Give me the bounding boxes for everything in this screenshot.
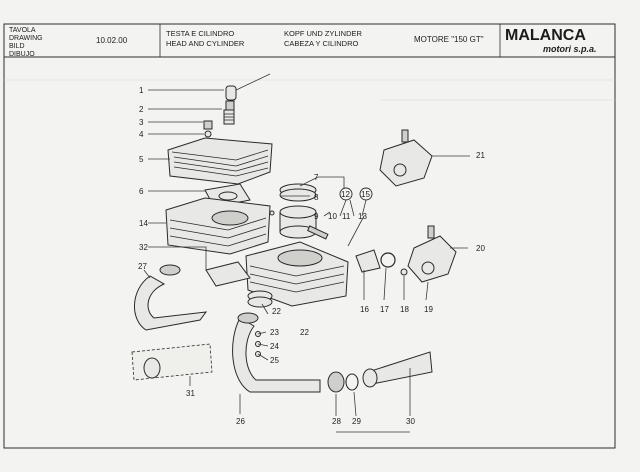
callout-20: 20 [476, 244, 485, 253]
callout-15: 15 [361, 190, 370, 199]
head-nut [203, 120, 213, 130]
callout-12: 12 [341, 190, 350, 199]
title-it: TESTA E CILINDRO [166, 29, 235, 38]
piston-ring [279, 188, 317, 202]
brand-subtitle: motori s.p.a. [543, 44, 597, 54]
exhaust-pipe-left [133, 275, 208, 331]
engine-model: MOTORE "150 GT" [414, 35, 484, 44]
ring-nut [327, 371, 345, 393]
cylinder-front [245, 241, 349, 307]
drawing-label-en: DRAWING [9, 35, 43, 42]
callout-2: 2 [139, 105, 144, 114]
piston [279, 205, 317, 239]
callout-6: 6 [139, 187, 144, 196]
callout-27: 27 [138, 262, 147, 271]
silencer-inlet [362, 368, 378, 388]
drawing-label-es: DIBUJO [9, 51, 35, 58]
drawing-label-it: TAVOLA [9, 27, 36, 34]
callout-24: 24 [270, 342, 279, 351]
callout-10: 10 [328, 212, 337, 221]
exhaust-gasket [247, 296, 273, 308]
drawing-label: TAVOLA DRAWING BILD DIBUJO [9, 27, 43, 59]
cylinder-head [167, 137, 273, 185]
callout-4: 4 [139, 130, 144, 139]
washer-18 [400, 268, 408, 276]
drawing-border [3, 23, 616, 449]
silencer-inlet [143, 357, 161, 379]
bleed-through [4, 79, 615, 101]
callout-5: 5 [139, 155, 144, 164]
callout-16: 16 [360, 305, 369, 314]
callout-7: 7 [314, 173, 319, 182]
callout-29: 29 [352, 417, 361, 426]
callout-22b: 22 [300, 328, 309, 337]
leader-lines [143, 89, 470, 433]
callout-30: 30 [406, 417, 415, 426]
spark-plug-cap [225, 73, 271, 111]
callout-23: 23 [270, 328, 279, 337]
washer [204, 130, 212, 138]
base-gasket [205, 261, 251, 287]
callout-26: 26 [236, 417, 245, 426]
callout-13: 13 [358, 212, 367, 221]
callout-25: 25 [270, 356, 279, 365]
callout-11: 11 [342, 212, 351, 221]
pipe-flange [237, 312, 259, 324]
title-en: HEAD AND CYLINDER [166, 39, 245, 48]
title-es: CABEZA Y CILINDRO [284, 39, 359, 48]
callout-labels: 1 2 3 4 5 6 7 8 9 10 11 12 13 14 15 16 1… [138, 86, 485, 426]
piston-pin [307, 225, 329, 240]
callout-8: 8 [314, 193, 319, 202]
callout-28: 28 [332, 417, 341, 426]
cylinder-rear [165, 197, 271, 255]
callout-18: 18 [400, 305, 409, 314]
callout-32: 32 [139, 243, 148, 252]
pipe-flange [159, 264, 181, 276]
callout-22: 22 [272, 307, 281, 316]
drawing-label-de: BILD [9, 43, 25, 50]
silencer-left [131, 343, 213, 381]
exhaust-pipe-right [232, 317, 321, 393]
callout-31: 31 [186, 389, 195, 398]
callout-9: 9 [314, 212, 319, 221]
callout-14: 14 [139, 219, 148, 228]
callout-1: 1 [139, 86, 144, 95]
callout-3: 3 [139, 118, 144, 127]
silencer-right [367, 351, 433, 385]
carburettor-20 [407, 225, 457, 283]
intake-manifold [355, 249, 381, 273]
callout-19: 19 [424, 305, 433, 314]
gasket-bore [218, 191, 238, 201]
carburettor-21 [379, 129, 433, 187]
callout-21: 21 [476, 151, 485, 160]
circlip [269, 210, 275, 216]
exhaust-seal [345, 373, 359, 391]
callout-17: 17 [380, 305, 389, 314]
drawing-number: 10.02.00 [96, 36, 128, 45]
title-de: KOPF UND ZYLINDER [284, 29, 362, 38]
spark-plug [223, 109, 235, 125]
o-ring [380, 252, 396, 268]
brand-logo: MALANCA [505, 27, 586, 44]
